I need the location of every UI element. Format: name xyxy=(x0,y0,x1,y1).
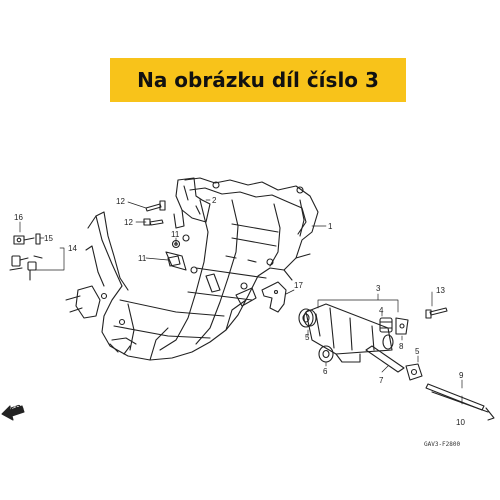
bracket-part-17 xyxy=(261,281,287,313)
callout-9: 9 xyxy=(459,371,464,380)
callout-4: 4 xyxy=(379,306,384,315)
bracket-part-2 xyxy=(173,177,211,229)
callout-5a: 5 xyxy=(305,333,310,342)
bolt-12b xyxy=(143,218,164,226)
bushing-5a xyxy=(298,308,314,328)
callout-1: 1 xyxy=(328,222,333,231)
callout-16: 16 xyxy=(14,213,23,222)
frame-body xyxy=(65,177,319,361)
callout-labels: 1 2 3 4 5 5 6 7 8 9 10 11 11 12 12 13 14… xyxy=(10,196,466,448)
callout-2: 2 xyxy=(212,196,217,205)
callout-6: 6 xyxy=(323,367,328,376)
callout-5b: 5 xyxy=(415,347,420,356)
callout-3: 3 xyxy=(376,284,381,293)
callout-17: 17 xyxy=(294,281,303,290)
bolt-15 xyxy=(23,233,41,245)
callout-7: 7 xyxy=(379,376,384,385)
bolt-13 xyxy=(425,307,448,319)
bushing-8 xyxy=(395,317,409,335)
callout-12b: 12 xyxy=(124,218,133,227)
leader-lines xyxy=(19,199,463,405)
callout-14: 14 xyxy=(68,244,77,253)
front-arrow-icon xyxy=(1,405,25,421)
callout-12a: 12 xyxy=(116,197,125,206)
front-label: FR. xyxy=(10,402,25,415)
banner-text: Na obrázku díl číslo 3 xyxy=(137,68,379,92)
bushing-4 xyxy=(379,317,393,333)
lock-set-14 xyxy=(9,255,43,281)
long-bolt-9 xyxy=(425,383,485,411)
nut-11b xyxy=(167,255,181,267)
callout-11b: 11 xyxy=(138,254,147,263)
callout-15: 15 xyxy=(44,234,53,243)
part-number-banner: Na obrázku díl číslo 3 xyxy=(110,58,406,102)
engine-hanger-assembly xyxy=(303,303,394,363)
callout-10: 10 xyxy=(456,418,465,427)
callout-13: 13 xyxy=(436,286,445,295)
callout-8: 8 xyxy=(399,342,404,351)
pin-7 xyxy=(365,345,405,373)
nut-16 xyxy=(13,235,25,245)
collar-5b xyxy=(405,363,423,381)
long-bolt-10 xyxy=(431,391,495,421)
callout-11a: 11 xyxy=(171,230,180,239)
bolt-12a xyxy=(145,200,166,212)
drawing-code: GAV3-F2800 xyxy=(424,441,461,448)
